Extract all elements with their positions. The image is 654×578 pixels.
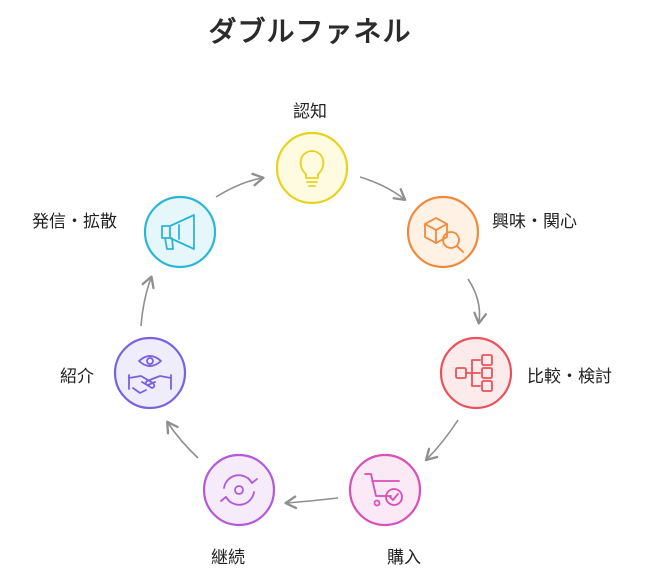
cart-check-icon — [364, 473, 403, 507]
compare-branch-icon — [455, 354, 493, 392]
flow-arrow-4 — [284, 495, 339, 510]
stage-node-7 — [143, 195, 217, 269]
stage-node-6 — [113, 336, 187, 410]
flow-arrow-3 — [424, 419, 459, 462]
box-magnifier-icon — [424, 217, 464, 253]
stage-circle — [275, 131, 349, 205]
stage-label-7: 発信・拡散 — [32, 212, 117, 232]
stage-label-4: 購入 — [387, 548, 421, 568]
stage-label-1: 認知 — [293, 102, 327, 122]
stage-label-5: 継続 — [211, 548, 245, 568]
stage-node-1 — [275, 131, 349, 205]
flow-arrow-7 — [215, 172, 265, 198]
eye-handshake-icon — [128, 355, 172, 394]
stage-node-4 — [348, 453, 422, 527]
flow-arrow-6 — [140, 275, 155, 327]
flow-arrow-5 — [166, 420, 199, 459]
megaphone-icon — [161, 214, 195, 250]
flow-arrow-2 — [467, 278, 488, 325]
stage-label-3: 比較・検討 — [527, 367, 612, 387]
stage-node-3 — [439, 336, 513, 410]
stage-circle — [202, 453, 276, 527]
cycle-icon — [220, 474, 258, 506]
stage-circle — [348, 453, 422, 527]
diagram-title: ダブルファネル — [208, 15, 412, 48]
flow-arrow-1 — [359, 176, 407, 202]
stage-label-6: 紹介 — [60, 367, 94, 387]
stage-label-2: 興味・関心 — [492, 212, 577, 232]
stage-node-5 — [202, 453, 276, 527]
stage-node-2 — [406, 195, 480, 269]
stage-circle — [406, 195, 480, 269]
lightbulb-icon — [299, 150, 325, 187]
stage-circle — [113, 336, 187, 410]
stage-circle — [143, 195, 217, 269]
